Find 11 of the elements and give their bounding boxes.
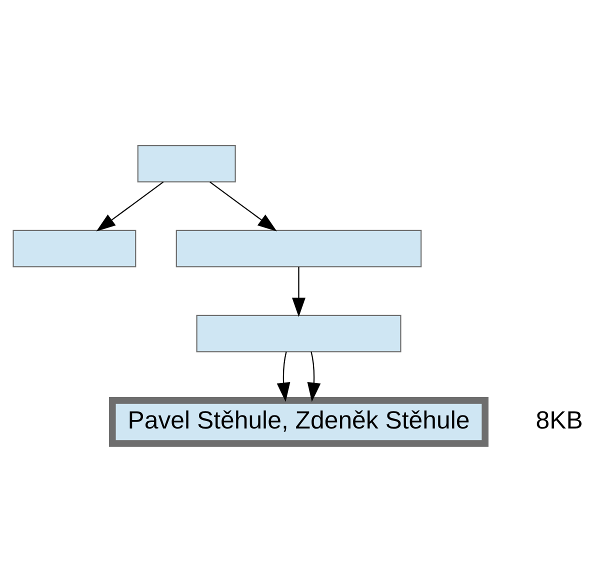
arrow <box>96 180 164 231</box>
arrow <box>276 351 290 402</box>
arrow <box>292 266 306 317</box>
node-box <box>137 144 236 182</box>
node-box <box>12 229 136 267</box>
node-box <box>196 314 402 352</box>
node-box <box>176 229 422 267</box>
arrow <box>210 180 277 231</box>
label: 8KB <box>536 406 583 434</box>
arrow <box>307 351 321 402</box>
node-box: Pavel Stěhule, Zdeněk Stěhule <box>109 396 488 446</box>
